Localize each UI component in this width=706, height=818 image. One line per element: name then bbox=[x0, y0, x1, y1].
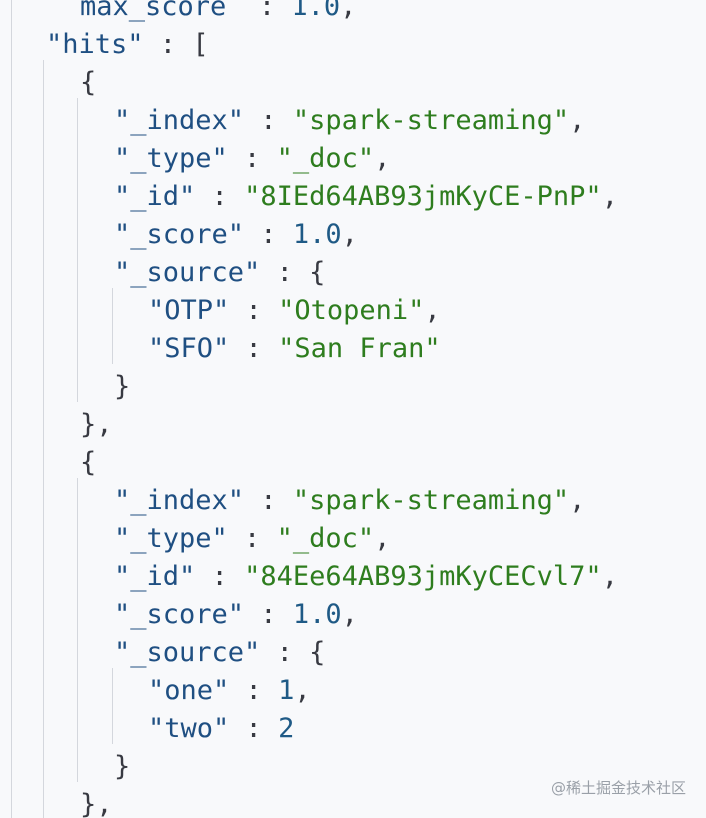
code-line: } bbox=[114, 368, 130, 406]
token-key: "_type" bbox=[114, 143, 228, 174]
code-line: "_type" : "_doc", bbox=[114, 140, 390, 178]
token-pun: : bbox=[229, 295, 279, 326]
token-key: "_index" bbox=[114, 485, 245, 516]
token-pun: } bbox=[114, 371, 131, 402]
token-pun: : bbox=[229, 333, 279, 364]
token-pun: , bbox=[341, 219, 358, 250]
token-pun: : bbox=[226, 0, 292, 22]
token-num: 1.0 bbox=[291, 0, 341, 22]
token-pun: , bbox=[340, 0, 357, 22]
indent-guide-line bbox=[77, 478, 78, 782]
code-line: "_index" : "spark-streaming", bbox=[114, 482, 585, 520]
token-pun: , bbox=[424, 295, 441, 326]
token-pun: , bbox=[341, 599, 358, 630]
token-num: 1.0 bbox=[292, 599, 342, 630]
indent-guide-line bbox=[112, 668, 113, 744]
token-str: "San Fran" bbox=[278, 333, 441, 364]
watermark: @稀土掘金技术社区 bbox=[550, 779, 686, 797]
token-key: "_score" bbox=[114, 219, 245, 250]
token-pun: : bbox=[195, 181, 245, 212]
token-pun: }, bbox=[80, 789, 113, 818]
token-key: max_score bbox=[80, 0, 227, 22]
token-pun: : [ bbox=[143, 29, 209, 60]
token-str: "spark-streaming" bbox=[292, 485, 570, 516]
token-key: "OTP" bbox=[148, 295, 230, 326]
token-key: "SFO" bbox=[148, 333, 230, 364]
token-pun: }, bbox=[80, 409, 113, 440]
token-str: "Otopeni" bbox=[278, 295, 425, 326]
token-num: 1 bbox=[278, 675, 295, 706]
token-pun: , bbox=[569, 485, 586, 516]
indent-guide-line bbox=[43, 60, 44, 818]
token-pun: , bbox=[601, 561, 618, 592]
token-num: 2 bbox=[278, 713, 295, 744]
token-pun: : bbox=[244, 485, 293, 516]
token-key: "one" bbox=[148, 675, 230, 706]
code-line: "_source" : { bbox=[114, 254, 325, 292]
code-line: "_type" : "_doc", bbox=[114, 520, 390, 558]
token-key: "_source" bbox=[114, 637, 261, 668]
code-line: "OTP" : "Otopeni", bbox=[148, 292, 441, 330]
token-pun: , bbox=[294, 675, 311, 706]
token-pun: , bbox=[569, 105, 586, 136]
token-key: "_index" bbox=[114, 105, 245, 136]
token-str: "8IEd64AB93jmKyCE-PnP" bbox=[244, 181, 602, 212]
token-pun: : bbox=[227, 523, 277, 554]
indent-guide-line bbox=[11, 0, 12, 818]
token-pun: : { bbox=[260, 637, 326, 668]
code-line: } bbox=[114, 748, 130, 786]
token-key: "_score" bbox=[114, 599, 245, 630]
token-pun: } bbox=[114, 751, 131, 782]
token-pun: , bbox=[601, 181, 618, 212]
code-line: "_score" : 1.0, bbox=[114, 216, 358, 254]
code-line: { bbox=[80, 444, 96, 482]
token-pun: : bbox=[244, 105, 293, 136]
token-pun: : bbox=[195, 561, 245, 592]
code-line: "hits" : [ bbox=[46, 26, 209, 64]
token-key: "_id" bbox=[114, 561, 196, 592]
code-line: "_id" : "8IEd64AB93jmKyCE-PnP", bbox=[114, 178, 618, 216]
code-line: max_score : 1.0, bbox=[80, 0, 356, 26]
token-key: "_id" bbox=[114, 181, 196, 212]
token-str: "84Ee64AB93jmKyCECvl7" bbox=[244, 561, 602, 592]
code-line: "_score" : 1.0, bbox=[114, 596, 358, 634]
token-key: "two" bbox=[148, 713, 230, 744]
token-pun: : bbox=[229, 713, 279, 744]
token-key: "_type" bbox=[114, 523, 228, 554]
code-line: { bbox=[80, 64, 96, 102]
indent-guide-line bbox=[112, 288, 113, 364]
code-line: }, bbox=[80, 786, 113, 818]
code-line: "_index" : "spark-streaming", bbox=[114, 102, 585, 140]
token-pun: : { bbox=[260, 257, 326, 288]
code-line: "one" : 1, bbox=[148, 672, 311, 710]
token-str: "_doc" bbox=[276, 143, 375, 174]
token-pun: , bbox=[374, 143, 391, 174]
token-pun: : bbox=[227, 143, 277, 174]
code-line: "SFO" : "San Fran" bbox=[148, 330, 441, 368]
code-line: "_source" : { bbox=[114, 634, 325, 672]
token-key: "hits" bbox=[46, 29, 144, 60]
token-pun: : bbox=[244, 219, 293, 250]
token-key: "_source" bbox=[114, 257, 261, 288]
token-pun: { bbox=[80, 67, 97, 98]
code-line: "two" : 2 bbox=[148, 710, 294, 748]
code-line: "_id" : "84Ee64AB93jmKyCECvl7", bbox=[114, 558, 618, 596]
code-line: }, bbox=[80, 406, 113, 444]
token-str: "_doc" bbox=[276, 523, 375, 554]
token-pun: : bbox=[229, 675, 279, 706]
token-pun: : bbox=[244, 599, 293, 630]
token-pun: { bbox=[80, 447, 97, 478]
token-str: "spark-streaming" bbox=[292, 105, 570, 136]
token-num: 1.0 bbox=[292, 219, 342, 250]
indent-guide-line bbox=[77, 98, 78, 402]
token-pun: , bbox=[374, 523, 391, 554]
